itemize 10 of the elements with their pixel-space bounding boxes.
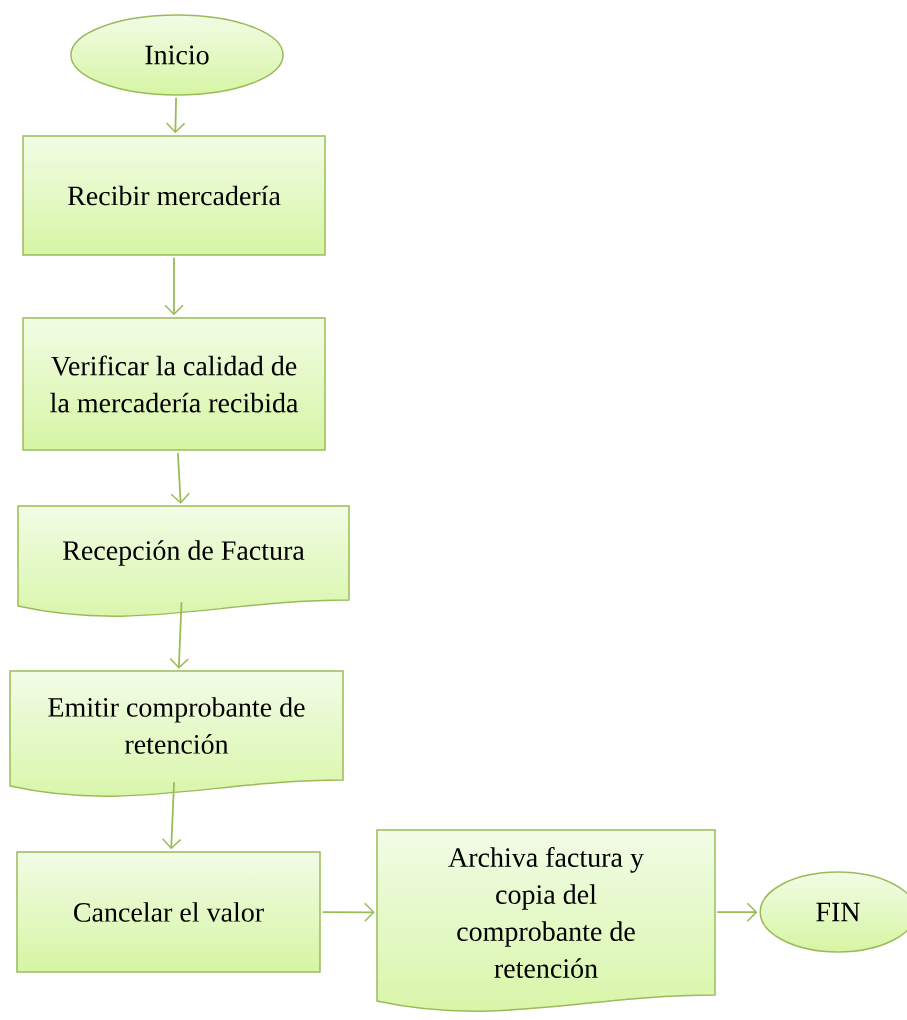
process-box: Verificar la calidad de la mercadería recibida (22, 317, 326, 451)
arrow (170, 451, 190, 504)
arrow (165, 96, 186, 134)
arrow (169, 601, 189, 669)
arrow (321, 902, 375, 922)
process-box: Recibir mercadería (22, 135, 326, 256)
arrow (164, 256, 184, 316)
process-box: Cancelar el valor (16, 851, 321, 973)
arrow (161, 781, 182, 850)
arrow (716, 902, 758, 922)
